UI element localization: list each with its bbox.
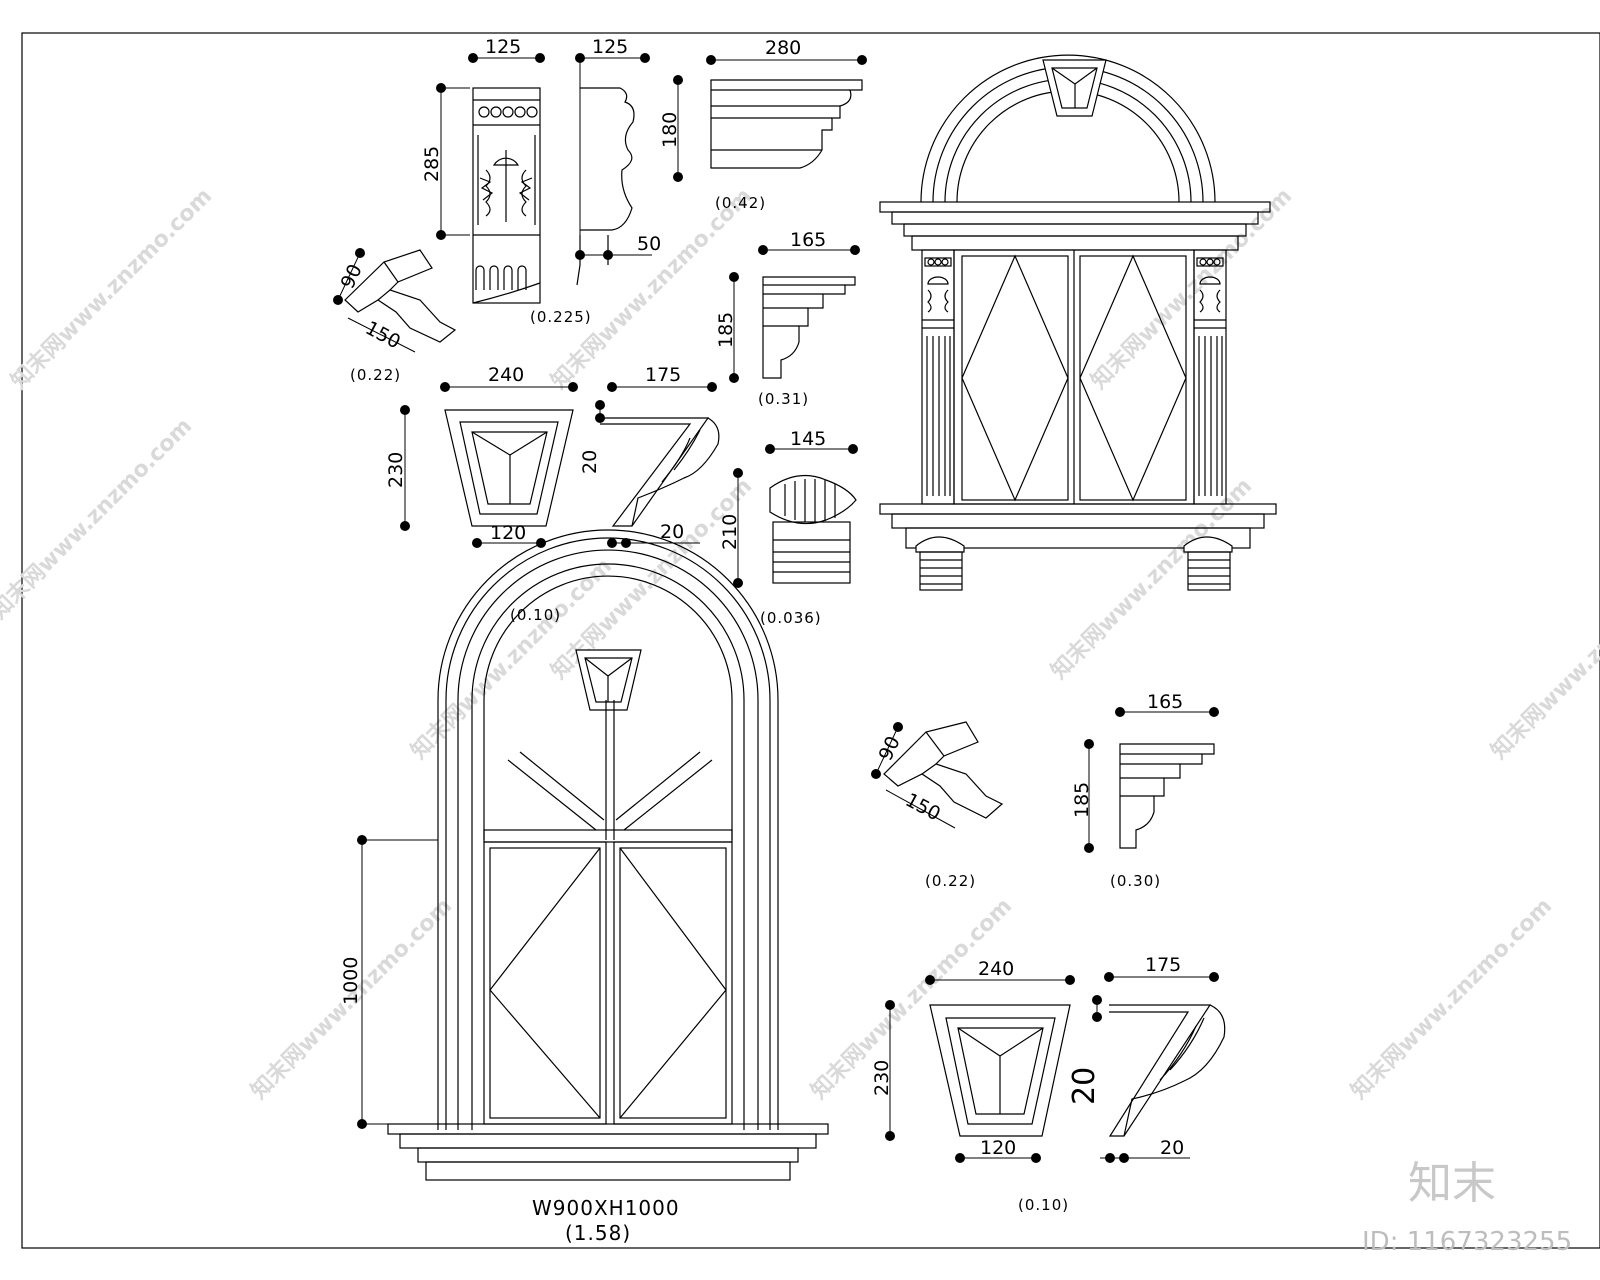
dimension-label: 90 — [337, 261, 367, 292]
area-caption: (0.30) — [1110, 872, 1161, 890]
area-caption: (0.225) — [530, 308, 592, 326]
area-caption: (0.10) — [1018, 1196, 1069, 1214]
dimension-label: 175 — [645, 364, 681, 386]
dimension-label: 285 — [421, 146, 443, 182]
arched-pediment-elevation — [879, 54, 1277, 591]
corner-piece-bottom-detail: 90 150 (0.22) — [871, 721, 1004, 890]
watermark: 知末网www.znzmo.com — [0, 413, 197, 624]
cornice-165-bottom-detail: 165 185 (0.30) — [1071, 691, 1219, 890]
dimension-label: 20 — [1160, 1137, 1184, 1159]
dimension-label: 90 — [875, 733, 905, 764]
dimension-label: 280 — [765, 37, 801, 59]
dimension-label: 145 — [790, 428, 826, 450]
area-caption: (1.58) — [565, 1221, 631, 1245]
sheet-border — [21, 32, 1600, 1249]
dimension-label: 125 — [592, 36, 628, 58]
dimension-label: 120 — [980, 1137, 1016, 1159]
dimension-label: 240 — [488, 364, 524, 386]
dimension-label: 210 — [719, 514, 741, 550]
dimension-label: 230 — [871, 1060, 893, 1096]
id-label: ID: 1167323255 — [1362, 1227, 1572, 1257]
watermark: 知末网www.znzmo.com — [1086, 183, 1297, 394]
dimension-label: 165 — [790, 229, 826, 251]
arched-window-elevation: 1000 W900XH1000 (1.58) — [340, 529, 829, 1245]
brand-watermark: 知末 — [1408, 1158, 1496, 1209]
dimension-label: 175 — [1145, 954, 1181, 976]
dimension-label: 125 — [485, 36, 521, 58]
dimension-label: 180 — [659, 112, 681, 148]
dimension-label: 20 — [579, 450, 601, 474]
dimension-label: 230 — [385, 452, 407, 488]
dimension-label: 20 — [660, 521, 684, 543]
cornice-280-detail: 280 180 (0.42) — [659, 37, 867, 212]
watermark: 知末网www.znzmo.com — [1346, 893, 1557, 1104]
cornice-165-top-detail: 165 185 (0.31) — [715, 229, 860, 408]
dimension-label: 20 — [1067, 1067, 1102, 1105]
watermark: 知末网www.znzmo.com — [1486, 553, 1600, 764]
dimension-label: 240 — [978, 958, 1014, 980]
area-caption: (0.31) — [758, 390, 809, 408]
area-caption: (0.036) — [760, 609, 822, 627]
area-caption: (0.22) — [925, 872, 976, 890]
bracket-side-detail: 125 50 — [575, 36, 661, 286]
dimension-label: 1000 — [340, 957, 362, 1005]
corner-piece-top-detail: 90 150 (0.22) — [333, 248, 457, 384]
dimension-label: 165 — [1147, 691, 1183, 713]
window-size-label: W900XH1000 — [532, 1196, 680, 1220]
dimension-label: 120 — [490, 522, 526, 544]
area-caption: (0.22) — [350, 366, 401, 384]
dimension-label: 150 — [362, 317, 404, 353]
watermark: 知末网www.znzmo.com — [806, 893, 1017, 1104]
dimension-label: 185 — [715, 312, 737, 348]
keystone-bottom-detail: 240 175 230 20 120 20 (0.10) — [871, 954, 1226, 1214]
watermark: 知末网www.znzmo.com — [6, 183, 217, 394]
dimension-label: 50 — [637, 233, 661, 255]
watermark-layer: 知末网www.znzmo.com 知末网www.znzmo.com 知末网www… — [0, 183, 1600, 1257]
dimension-label: 185 — [1071, 782, 1093, 818]
area-caption: (0.42) — [715, 194, 766, 212]
keystone-top-detail: 240 175 230 20 120 20 (0.10) — [385, 364, 720, 624]
watermark: 知末网www.znzmo.com — [546, 183, 757, 394]
dimension-label: 150 — [902, 789, 944, 825]
watermark: 知末网www.znzmo.com — [1046, 473, 1257, 684]
cornice-145-detail: 145 210 (0.036) — [719, 428, 858, 627]
bracket-front-detail: 125 285 (0.225) — [421, 36, 592, 326]
